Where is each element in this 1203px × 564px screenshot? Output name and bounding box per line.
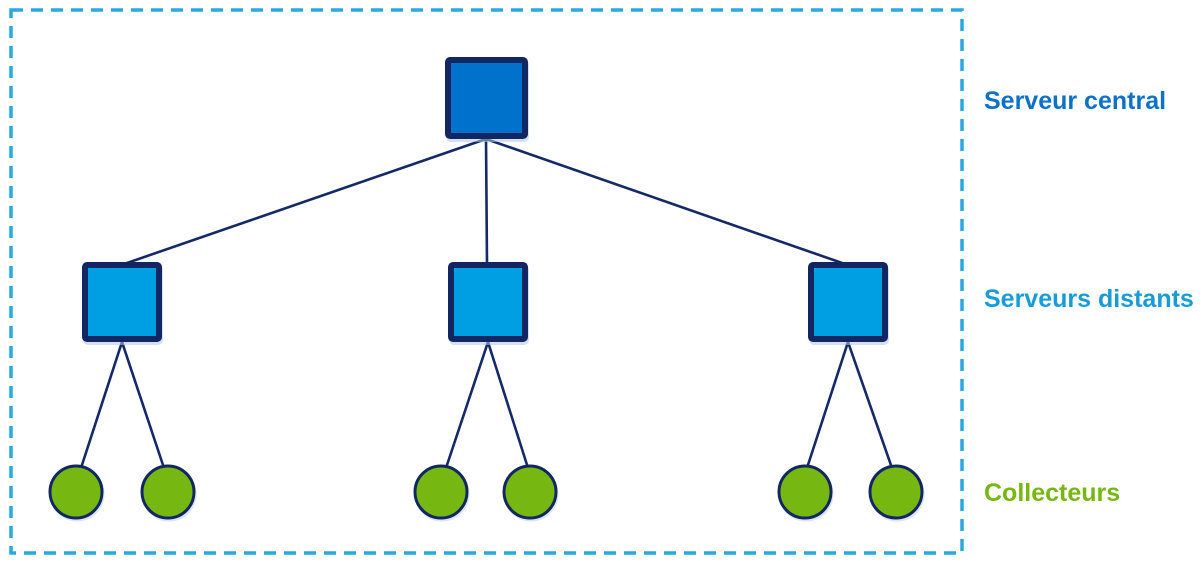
edge-distant3-collector-5 (805, 341, 850, 469)
collector-node-6 (868, 464, 924, 520)
central-server-node (445, 57, 528, 139)
distant-server-node-2 (448, 262, 528, 342)
collector-node-1 (48, 464, 104, 520)
collector-node-3 (413, 464, 469, 520)
label-serveur-central: Serveur central (984, 87, 1167, 115)
edge-central-distant-3 (485, 137, 846, 266)
edge-distant1-collector-1 (79, 341, 124, 469)
collector-node-2 (140, 464, 196, 520)
distant-server-node-1 (82, 262, 162, 342)
label-serveurs-distants: Serveurs distants (984, 285, 1194, 313)
distant-server-node-3 (808, 262, 888, 342)
diagram-boundary (9, 8, 964, 555)
edge-distant3-collector-6 (846, 341, 894, 469)
edge-distant2-collector-3 (444, 341, 490, 469)
collector-node-4 (502, 464, 558, 520)
edge-central-distant-2 (484, 138, 489, 265)
label-collecteurs: Collecteurs (984, 479, 1121, 507)
collector-node-5 (777, 464, 833, 520)
edge-distant2-collector-4 (486, 341, 530, 469)
edge-central-distant-1 (123, 137, 487, 266)
edge-distant1-collector-2 (120, 341, 166, 469)
